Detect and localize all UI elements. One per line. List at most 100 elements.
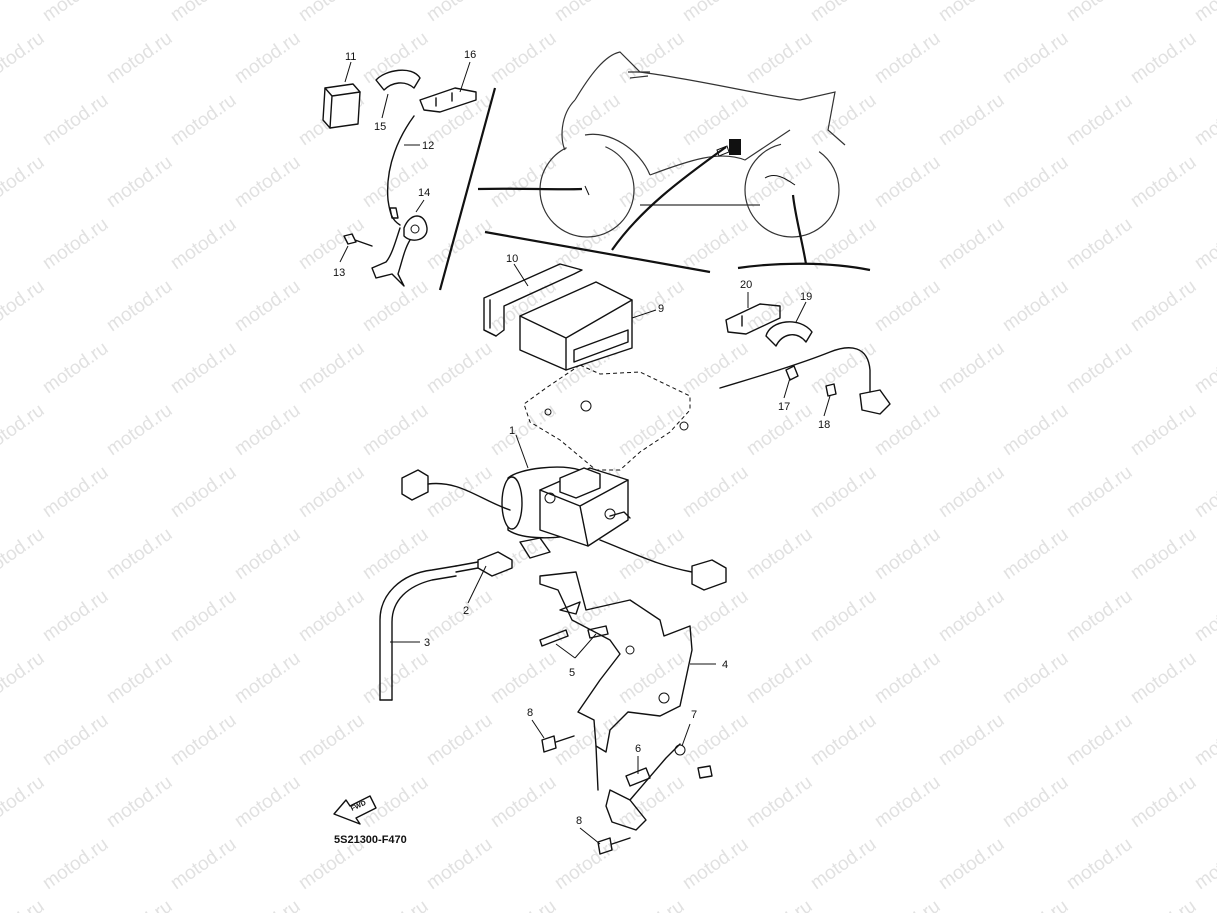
- watermark-text: motod.ru: [615, 152, 688, 212]
- watermark-text: motod.ru: [1191, 214, 1217, 274]
- callout-3: 3: [424, 637, 430, 649]
- watermark-text: motod.ru: [487, 772, 560, 832]
- watermark-text: motod.ru: [423, 710, 496, 770]
- callout-12: 12: [422, 140, 434, 152]
- watermark-text: motod.ru: [39, 214, 112, 274]
- watermark-text: motod.ru: [1191, 90, 1217, 150]
- front-sensor-group: [322, 69, 477, 287]
- watermark-text: motod.ru: [679, 338, 752, 398]
- watermark-text: motod.ru: [0, 648, 48, 708]
- watermark-text: motod.ru: [39, 586, 112, 646]
- watermark-text: motod.ru: [1191, 462, 1217, 522]
- watermark-text: motod.ru: [807, 710, 880, 770]
- watermark-text: motod.ru: [1063, 586, 1136, 646]
- watermark-text: motod.ru: [231, 276, 304, 336]
- watermark-text: motod.ru: [871, 648, 944, 708]
- hose-group: [379, 551, 513, 701]
- watermark-text: motod.ru: [1127, 896, 1200, 913]
- watermark-text: motod.ru: [1063, 90, 1136, 150]
- watermark-text: motod.ru: [39, 90, 112, 150]
- watermark-text: motod.ru: [167, 90, 240, 150]
- watermark-text: motod.ru: [807, 462, 880, 522]
- diagram-code: 5S21300-F470: [334, 834, 407, 846]
- watermark-text: motod.ru: [39, 462, 112, 522]
- watermark-text: motod.ru: [167, 462, 240, 522]
- callout-8-upper: 8: [527, 707, 533, 719]
- watermark-text: motod.ru: [167, 834, 240, 894]
- ecu-group: [483, 263, 691, 471]
- watermark-text: motod.ru: [743, 896, 816, 913]
- watermark-text: motod.ru: [487, 28, 560, 88]
- watermark-text: motod.ru: [679, 214, 752, 274]
- watermark-text: motod.ru: [1127, 28, 1200, 88]
- watermark-text: motod.ru: [295, 338, 368, 398]
- watermark-text: motod.ru: [1127, 772, 1200, 832]
- callout-20: 20: [740, 279, 752, 291]
- callout-1: 1: [509, 425, 515, 437]
- watermark-text: motod.ru: [871, 524, 944, 584]
- watermark-text: motod.ru: [167, 214, 240, 274]
- watermark-text: motod.ru: [231, 524, 304, 584]
- watermark-text: motod.ru: [423, 338, 496, 398]
- watermark-text: motod.ru: [295, 0, 368, 26]
- watermark-text: motod.ru: [871, 152, 944, 212]
- watermark-text: motod.ru: [359, 400, 432, 460]
- callout-5: 5: [569, 667, 575, 679]
- watermark-text: motod.ru: [231, 896, 304, 913]
- watermark-text: motod.ru: [39, 710, 112, 770]
- watermark-text: motod.ru: [295, 214, 368, 274]
- watermark-text: motod.ru: [0, 400, 48, 460]
- watermark-text: motod.ru: [871, 276, 944, 336]
- watermark-text: motod.ru: [871, 772, 944, 832]
- callout-11: 11: [345, 51, 356, 63]
- watermark-text: motod.ru: [935, 462, 1008, 522]
- watermark-text: motod.ru: [1191, 710, 1217, 770]
- rear-sensor-group: [719, 303, 891, 415]
- watermark-text: motod.ru: [423, 586, 496, 646]
- watermark-text: motod.ru: [615, 400, 688, 460]
- watermark-text: motod.ru: [487, 152, 560, 212]
- watermark-text: motod.ru: [1063, 710, 1136, 770]
- watermark-text: motod.ru: [423, 834, 496, 894]
- watermark-text: motod.ru: [167, 0, 240, 26]
- watermark-text: motod.ru: [807, 90, 880, 150]
- watermark-text: motod.ru: [423, 462, 496, 522]
- watermark-text: motod.ru: [743, 524, 816, 584]
- watermark-text: motod.ru: [487, 648, 560, 708]
- watermark-text: motod.ru: [679, 90, 752, 150]
- watermark-text: motod.ru: [743, 28, 816, 88]
- watermark-text: motod.ru: [359, 896, 432, 913]
- callout-15: 15: [374, 121, 386, 133]
- watermark-text: motod.ru: [615, 772, 688, 832]
- watermark-text: motod.ru: [231, 772, 304, 832]
- watermark-text: motod.ru: [1127, 276, 1200, 336]
- watermark-text: motod.ru: [807, 834, 880, 894]
- watermark-text: motod.ru: [103, 524, 176, 584]
- watermark-text: motod.ru: [935, 834, 1008, 894]
- watermark-text: motod.ru: [359, 648, 432, 708]
- watermark-text: motod.ru: [807, 0, 880, 26]
- callout-17: 17: [778, 401, 790, 413]
- watermark-text: motod.ru: [871, 896, 944, 913]
- callout-14: 14: [418, 187, 430, 199]
- callout-13: 13: [333, 267, 345, 279]
- watermark-text: motod.ru: [39, 834, 112, 894]
- hydraulic-unit-group: [401, 466, 727, 591]
- watermark-text: motod.ru: [1191, 338, 1217, 398]
- watermark-text: motod.ru: [999, 896, 1072, 913]
- watermark-text: motod.ru: [999, 400, 1072, 460]
- watermark-text: motod.ru: [935, 0, 1008, 26]
- reference-pointers: [438, 87, 871, 291]
- watermark-text: motod.ru: [359, 28, 432, 88]
- watermark-text: motod.ru: [999, 648, 1072, 708]
- watermark-text: motod.ru: [999, 152, 1072, 212]
- abs-location-marker: [729, 139, 741, 155]
- watermark-text: motod.ru: [0, 28, 48, 88]
- watermark-text: motod.ru: [295, 586, 368, 646]
- watermark-text: motod.ru: [0, 896, 48, 913]
- watermark-text: motod.ru: [807, 586, 880, 646]
- watermark-text: motod.ru: [935, 90, 1008, 150]
- leader-lines: [339, 61, 831, 845]
- watermark-text: motod.ru: [615, 648, 688, 708]
- watermark-text: motod.ru: [871, 28, 944, 88]
